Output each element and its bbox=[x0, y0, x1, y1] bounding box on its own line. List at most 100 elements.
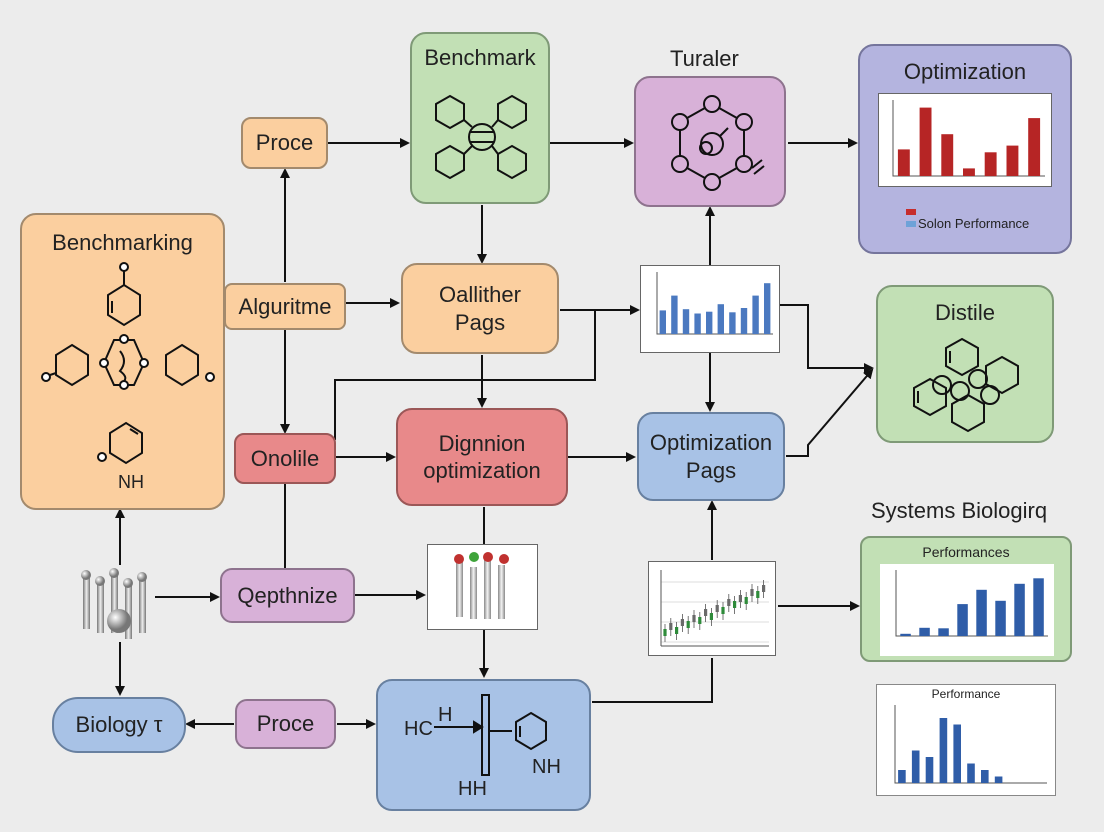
dignnion-line1: Dignnion bbox=[438, 430, 526, 456]
candle-body bbox=[738, 595, 742, 602]
chart-bar bbox=[938, 628, 949, 636]
chart-bar bbox=[729, 312, 736, 334]
reaction-nh: NH bbox=[532, 756, 561, 778]
oallither-line2: Pags bbox=[454, 309, 506, 335]
onolile-node[interactable]: Onolile bbox=[234, 433, 336, 484]
chart-bar bbox=[963, 168, 975, 176]
chart-bar bbox=[995, 600, 1006, 636]
candle-body bbox=[715, 605, 719, 612]
candle-body bbox=[663, 629, 667, 636]
chart-bar bbox=[984, 152, 997, 177]
chart-bar bbox=[994, 776, 1003, 783]
chart-blue-bars bbox=[656, 272, 773, 335]
chart-bar bbox=[898, 770, 906, 783]
candle-body bbox=[756, 591, 760, 598]
chart-bar bbox=[1033, 578, 1044, 637]
candle-body bbox=[709, 613, 713, 620]
reaction-hc: HC bbox=[404, 718, 433, 740]
chart-bar bbox=[682, 309, 690, 334]
chart-bar bbox=[897, 149, 910, 176]
candle-body bbox=[704, 609, 708, 616]
candle-body bbox=[744, 597, 748, 604]
candle-body bbox=[698, 617, 702, 624]
qepthnize-node[interactable]: Qepthnize bbox=[220, 568, 355, 623]
candle-body bbox=[675, 627, 679, 634]
legend-label: Solon Performance bbox=[918, 216, 1030, 231]
benzene-molecule-icon bbox=[41, 262, 215, 465]
candle-body bbox=[680, 619, 684, 626]
candlestick-chart bbox=[660, 570, 769, 647]
performance-bar-chart bbox=[894, 705, 1047, 784]
candle-body bbox=[762, 585, 766, 592]
benchmarking-node[interactable]: Benchmarking NH bbox=[20, 213, 225, 510]
turaler-node[interactable] bbox=[634, 76, 786, 207]
chart-bar bbox=[717, 304, 724, 334]
proce-top-label: Proce bbox=[255, 130, 314, 156]
legend-swatch-blue bbox=[906, 221, 916, 227]
performances-bar-chart bbox=[895, 570, 1048, 637]
chart-bar bbox=[919, 107, 932, 176]
benchmark-node[interactable]: Benchmark bbox=[410, 32, 550, 204]
reaction-h: H bbox=[438, 704, 453, 726]
biology-node[interactable]: Biology τ bbox=[52, 697, 186, 753]
dignnion-optimization-node[interactable]: Dignnion optimization bbox=[396, 408, 568, 506]
chart-bar bbox=[694, 313, 701, 334]
reaction-node[interactable]: HC H HH NH bbox=[376, 679, 591, 811]
arrow-optpags-distile bbox=[786, 368, 874, 457]
proce-bottom-node[interactable]: Proce bbox=[235, 699, 336, 749]
chart-bar bbox=[941, 134, 954, 176]
alguritme-node[interactable]: Alguritme bbox=[224, 283, 346, 330]
optimization-label: Optimization bbox=[903, 59, 1027, 84]
ring-structure-icon bbox=[671, 95, 765, 191]
turaler-label: Turaler bbox=[670, 46, 739, 71]
line-reaction-candle bbox=[592, 658, 713, 703]
colored-pillars-icon bbox=[454, 552, 509, 619]
chart-bar bbox=[981, 770, 989, 783]
chart-axis bbox=[895, 570, 1048, 637]
optimization-bar-chart bbox=[878, 93, 1052, 187]
optimization-pags-line1: Optimization bbox=[649, 430, 773, 455]
candle-body bbox=[727, 599, 731, 606]
oallither-pags-node[interactable]: Oallither Pags bbox=[401, 263, 559, 354]
candle-body bbox=[686, 621, 690, 628]
candle-body bbox=[733, 601, 737, 608]
proce-bottom-label: Proce bbox=[256, 711, 315, 737]
candle-body bbox=[669, 623, 673, 630]
reaction-scheme-icon bbox=[434, 694, 547, 776]
fused-ring-molecule-icon bbox=[913, 337, 1019, 433]
dignnion-line2: optimization bbox=[423, 458, 541, 483]
molecule-icon bbox=[435, 94, 527, 180]
legend-swatch-red bbox=[906, 209, 916, 215]
alguritme-label: Alguritme bbox=[238, 293, 332, 319]
optimization-pags-node[interactable]: Optimization Pags bbox=[637, 412, 785, 501]
reaction-hh: HH bbox=[458, 778, 487, 800]
chart-bar bbox=[925, 757, 934, 783]
benchmarking-label: Benchmarking bbox=[52, 230, 193, 255]
chart-bar bbox=[911, 750, 920, 783]
candlestick-bars bbox=[663, 580, 766, 642]
middle-bar-chart bbox=[640, 265, 780, 353]
qepthnize-label: Qepthnize bbox=[237, 582, 338, 608]
chart-bar bbox=[659, 310, 666, 334]
chart-bar bbox=[671, 295, 678, 334]
chart-bar bbox=[1006, 145, 1019, 176]
performances-chart-panel bbox=[880, 564, 1054, 656]
pillars-image-panel bbox=[427, 544, 538, 630]
chart-bar bbox=[706, 311, 713, 334]
systems-biology-label: Systems Biologirq bbox=[871, 498, 1048, 523]
performance-label: Performance bbox=[931, 687, 1001, 701]
proce-top-node[interactable]: Proce bbox=[241, 117, 328, 169]
pillar-molecule-icon bbox=[81, 568, 147, 639]
chart-bar bbox=[967, 763, 975, 783]
distile-node[interactable]: Distile bbox=[876, 285, 1054, 443]
candlestick-chart-panel bbox=[648, 561, 776, 656]
onolile-label: Onolile bbox=[250, 445, 320, 471]
chart-bar bbox=[919, 627, 930, 637]
chart-bar bbox=[1028, 118, 1041, 176]
chart-bar bbox=[752, 295, 759, 334]
performance-chart-panel: Performance bbox=[876, 684, 1056, 796]
chart-bar bbox=[764, 283, 771, 334]
candle-body bbox=[750, 589, 754, 596]
biology-label: Biology τ bbox=[75, 712, 163, 738]
chart-bar bbox=[900, 633, 911, 636]
